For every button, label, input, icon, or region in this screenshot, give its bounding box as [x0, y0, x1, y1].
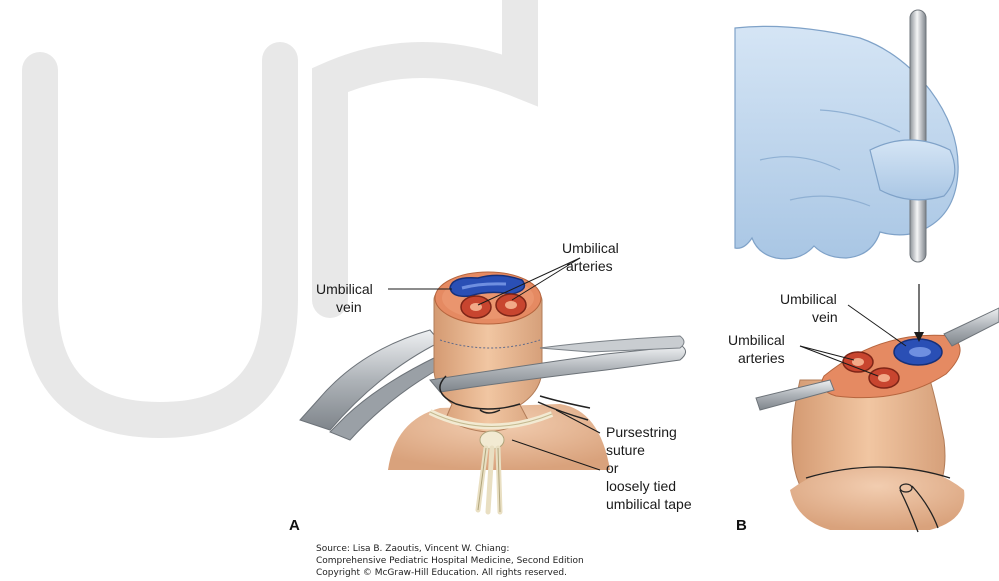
label-pursestring-3: or: [606, 460, 619, 476]
label-umbilical-vein-b-1: Umbilical: [780, 291, 837, 307]
label-umbilical-arteries-b-1: Umbilical: [728, 332, 785, 348]
insertion-arrow: [914, 284, 924, 342]
label-pursestring-4: loosely tied: [606, 478, 676, 494]
label-umbilical-vein-b-2: vein: [812, 309, 838, 325]
source-line-1: Source: Lisa B. Zaoutis, Vincent W. Chia…: [316, 544, 509, 554]
label-pursestring-1: Pursestring: [606, 424, 677, 440]
source-line-3: Copyright © McGraw-Hill Education. All r…: [316, 568, 567, 578]
panel-letter-b: B: [736, 517, 747, 534]
source-credit: Source: Lisa B. Zaoutis, Vincent W. Chia…: [316, 544, 584, 578]
label-umbilical-vein-a-1: Umbilical: [316, 281, 373, 297]
panel-b: Umbilical vein Umbilical arteries B: [728, 10, 999, 534]
panel-a: Umbilical vein Umbilical arteries Purses…: [289, 240, 692, 534]
label-umbilical-arteries-a-2: arteries: [566, 258, 613, 274]
source-line-2: Comprehensive Pediatric Hospital Medicin…: [316, 556, 584, 566]
dilator-rod: [910, 10, 926, 262]
umbilical-vein-a: [450, 275, 524, 296]
right-forceps-b: [944, 308, 999, 346]
cut-surface-b: [822, 335, 960, 397]
label-pursestring-5: umbilical tape: [606, 496, 692, 512]
label-umbilical-arteries-a-1: Umbilical: [562, 240, 619, 256]
label-umbilical-vein-a-2: vein: [336, 299, 362, 315]
panel-letter-a: A: [289, 517, 300, 534]
label-umbilical-arteries-b-2: arteries: [738, 350, 785, 366]
abdomen-b: [790, 468, 964, 531]
label-pursestring-2: suture: [606, 442, 645, 458]
